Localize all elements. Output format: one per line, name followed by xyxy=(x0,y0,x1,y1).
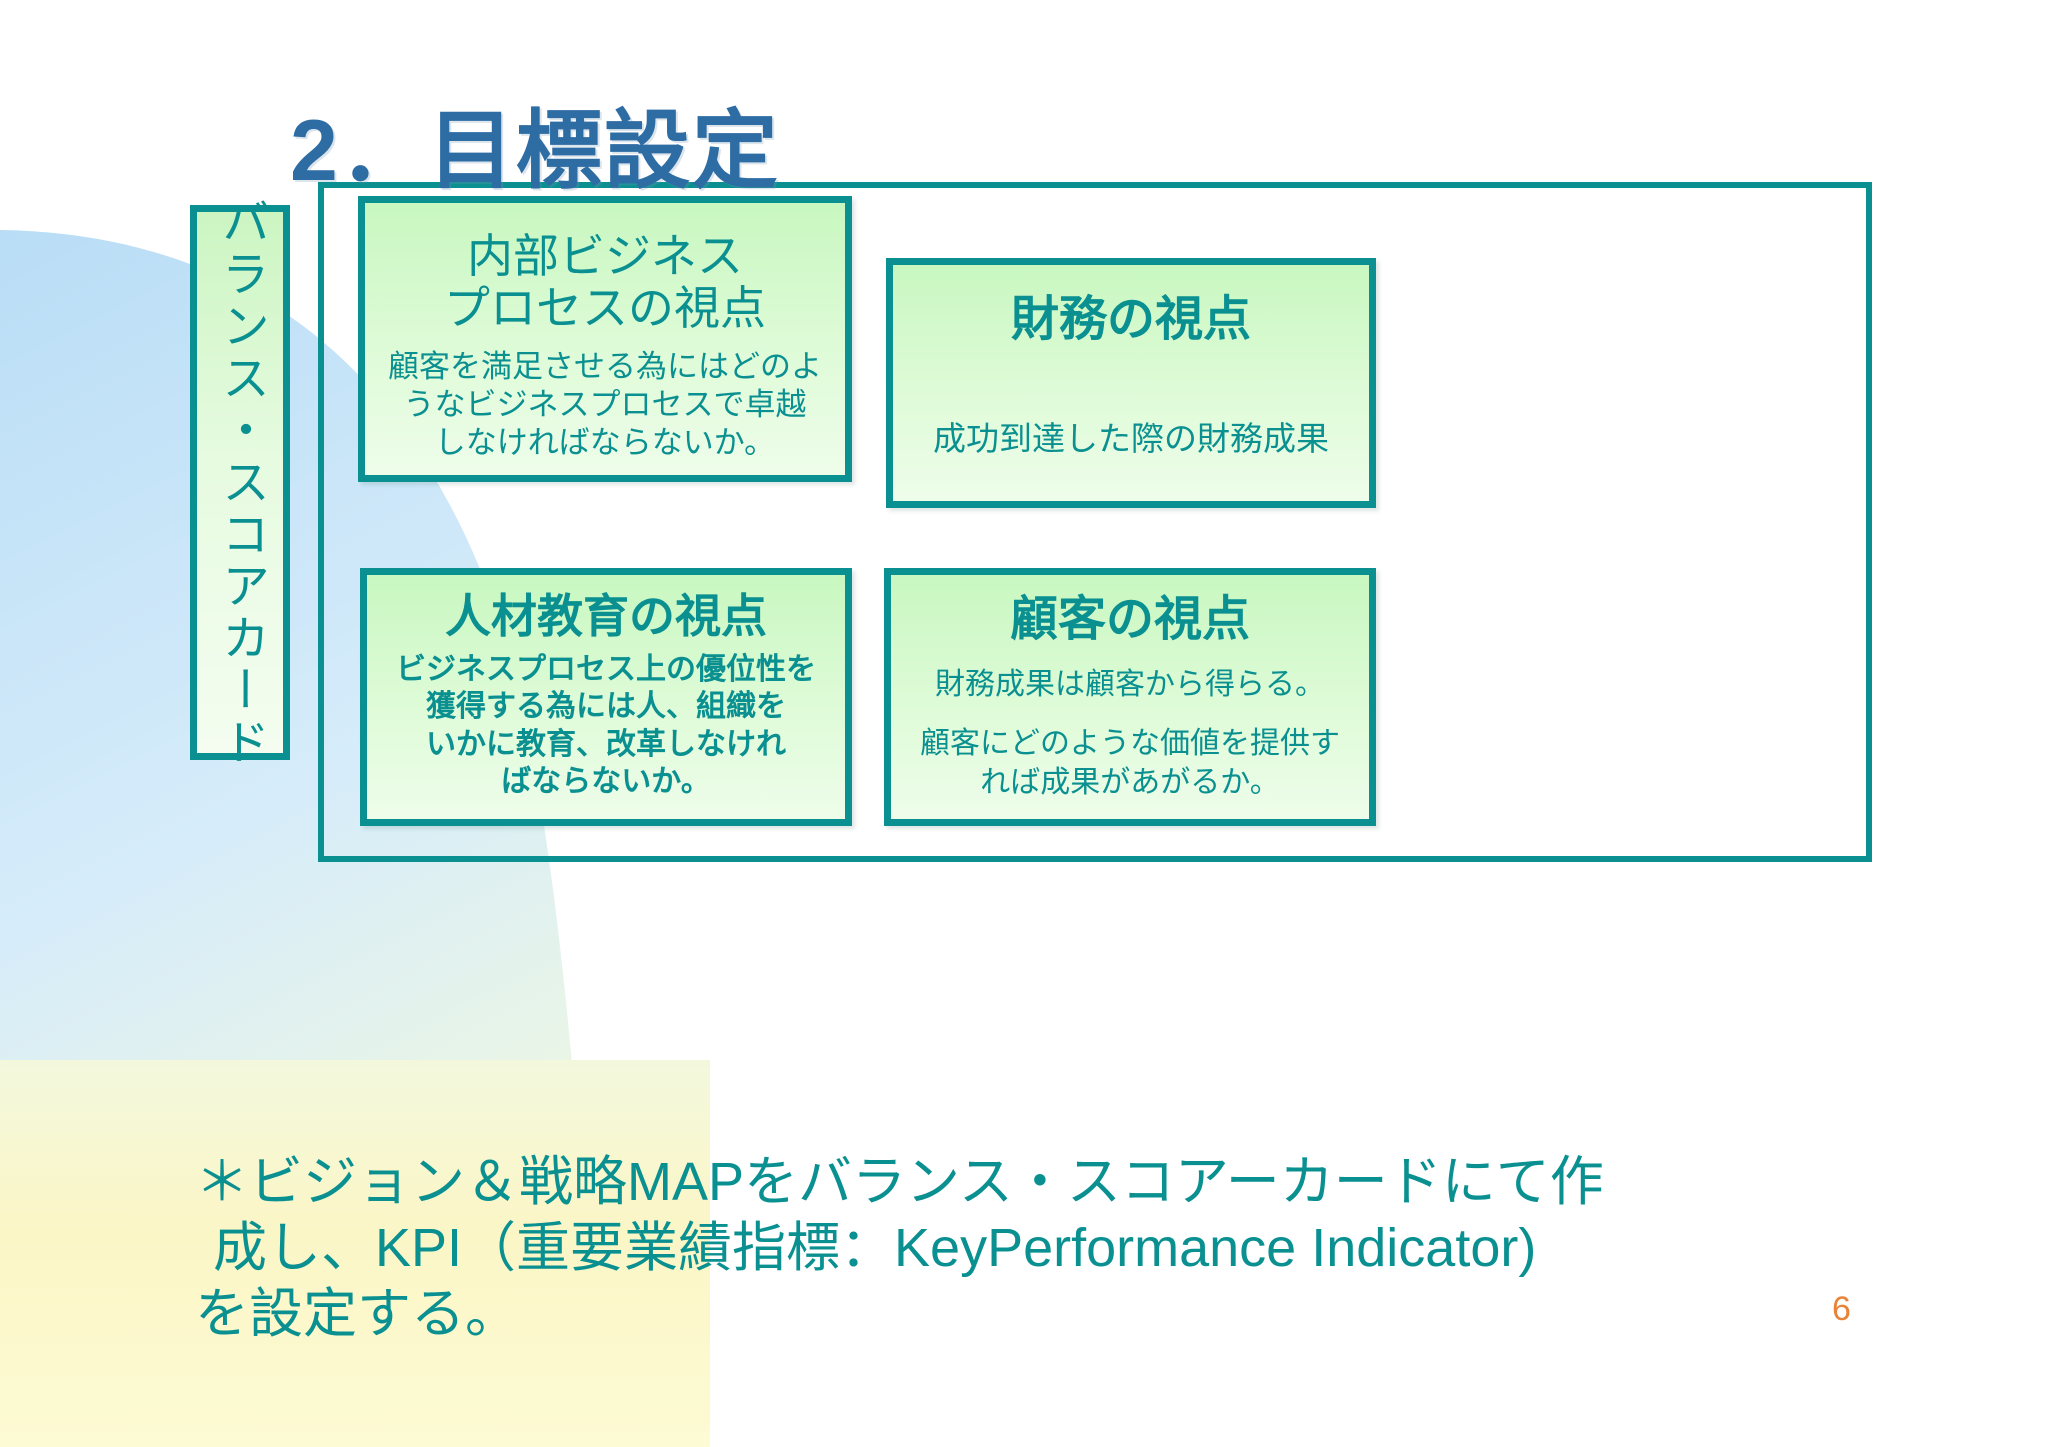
body-line: ばならないか。 xyxy=(501,765,711,799)
heading-line: 人材教育の視点 xyxy=(445,590,767,642)
body-line: ビジネスプロセス上の優位性を xyxy=(396,652,816,686)
heading-line: 顧客の視点 xyxy=(1009,593,1250,646)
footer-line: ＊ビジョン＆戦略MAPをバランス・スコアーカードにて作 xyxy=(195,1152,1604,1212)
quadrant-body-secondary: 顧客にどのような価値を提供す れば成果があがるか。 xyxy=(901,724,1359,802)
body-line: 成功到達した際の財務成果 xyxy=(933,419,1329,457)
quadrant-heading: 内部ビジネス プロセスの視点 xyxy=(375,230,835,334)
page-number: 6 xyxy=(1832,1290,1851,1328)
quadrant-customer: 顧客の視点 財務成果は顧客から得らる。 顧客にどのような価値を提供す れば成果が… xyxy=(884,568,1376,826)
body-line: しなければならないか。 xyxy=(434,424,776,460)
quadrant-body: ビジネスプロセス上の優位性を 獲得する為には人、組織を いかに教育、改革しなけれ… xyxy=(377,651,835,801)
page-title: 2．目標設定 xyxy=(290,103,780,199)
quadrant-hr-education: 人材教育の視点 ビジネスプロセス上の優位性を 獲得する為には人、組織を いかに教… xyxy=(360,568,852,826)
footer-line: を設定する。 xyxy=(195,1283,519,1344)
quadrant-financial: 財務の視点 成功到達した際の財務成果 xyxy=(886,258,1376,508)
body-line: うなビジネスプロセスで卓越 xyxy=(403,386,807,422)
quadrant-body: 財務成果は顧客から得らる。 xyxy=(901,665,1359,704)
body-line: 顧客にどのような価値を提供す xyxy=(920,726,1340,760)
quadrant-heading: 人材教育の視点 xyxy=(377,590,835,643)
body-line: れば成果があがるか。 xyxy=(980,765,1280,799)
footer-note: ＊ビジョン＆戦略MAPをバランス・スコアーカードにて作 成し、KPI（重要業績指… xyxy=(195,1150,1855,1348)
quadrant-internal-process: 内部ビジネス プロセスの視点 顧客を満足させる為にはどのよ うなビジネスプロセス… xyxy=(358,196,852,482)
heading-line: 財務の視点 xyxy=(1010,293,1251,346)
vertical-label-text: バランス・スコアカード xyxy=(214,196,267,769)
body-line: 顧客を満足させる為にはどのよ xyxy=(388,349,822,385)
heading-line: プロセスの視点 xyxy=(444,281,766,334)
heading-line: 内部ビジネス xyxy=(467,230,743,282)
body-line: 財務成果は顧客から得らる。 xyxy=(935,667,1325,701)
footer-line: 成し、KPI（重要業績指標：KeyPerformance Indicator) xyxy=(213,1217,1537,1278)
quadrant-heading: 財務の視点 xyxy=(903,293,1359,347)
balanced-scorecard-label-box: バランス・スコアカード xyxy=(190,197,290,769)
quadrant-body: 顧客を満足させる為にはどのよ うなビジネスプロセスで卓越 しなければならないか。 xyxy=(375,348,835,461)
quadrant-heading: 顧客の視点 xyxy=(901,593,1359,647)
quadrant-body: 成功到達した際の財務成果 xyxy=(903,419,1359,459)
body-line: 獲得する為には人、組織を xyxy=(426,690,786,724)
body-line: いかに教育、改革しなけれ xyxy=(426,727,786,761)
